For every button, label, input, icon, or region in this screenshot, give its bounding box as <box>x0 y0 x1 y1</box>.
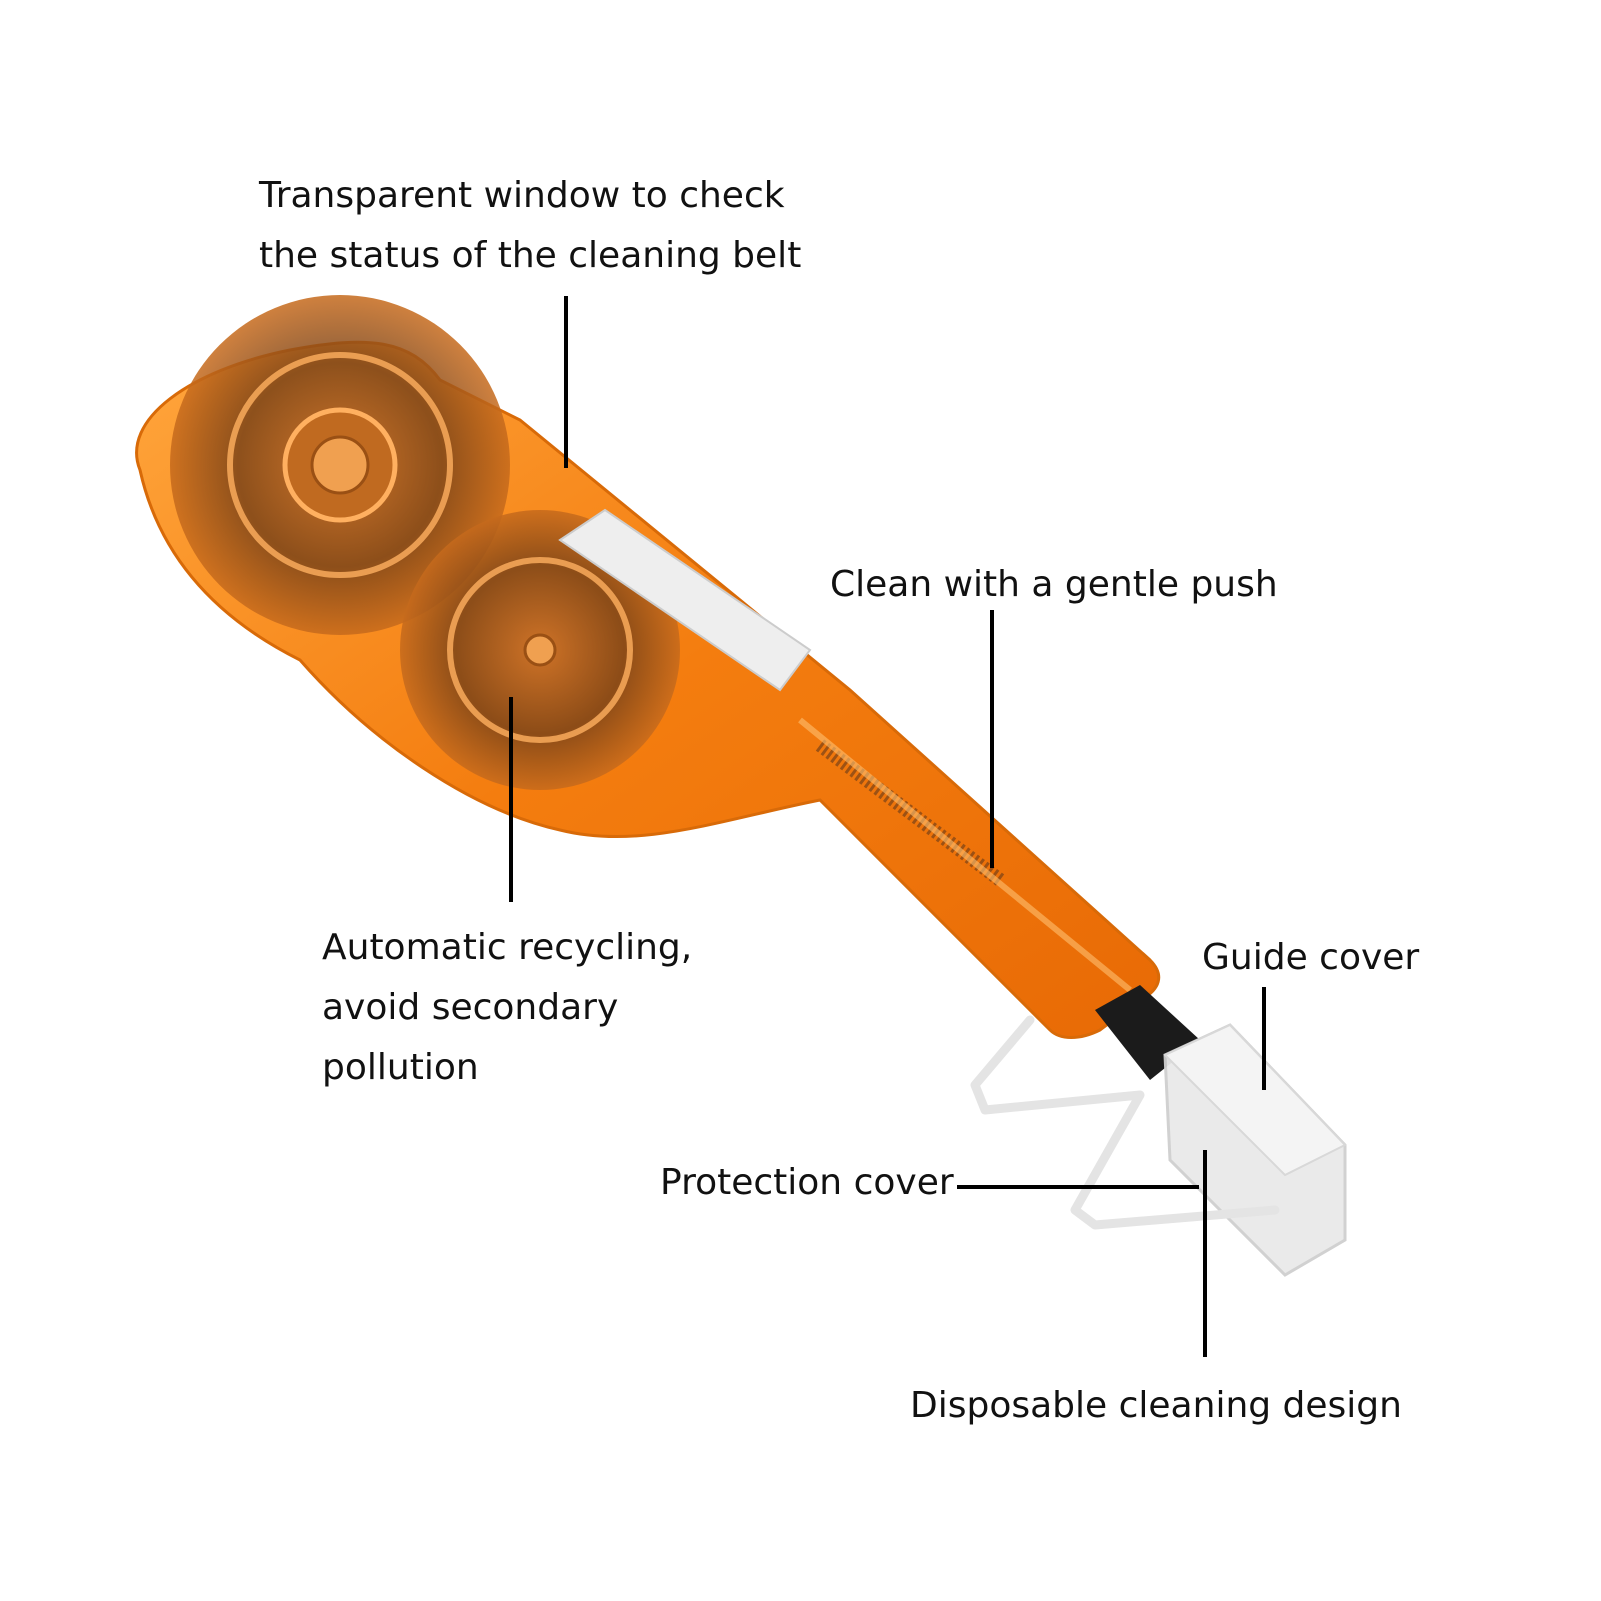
leader-guide <box>1262 987 1266 1090</box>
callout-window-line-1: Transparent window to check <box>259 175 785 216</box>
callout-recycling-line-3: pollution <box>322 1047 479 1088</box>
leader-protection <box>957 1185 1199 1189</box>
callout-window-line-2: the status of the cleaning belt <box>259 235 802 276</box>
callout-recycling: Automatic recycling, avoid secondary pol… <box>322 918 692 1098</box>
callout-recycling-line-2: avoid secondary <box>322 987 619 1028</box>
callout-push: Clean with a gentle push <box>830 564 1278 605</box>
callout-window: Transparent window to check the status o… <box>259 166 801 286</box>
callout-disposable: Disposable cleaning design <box>910 1385 1402 1426</box>
leader-push <box>990 610 994 868</box>
leader-disposable <box>1203 1150 1207 1357</box>
leader-recycling <box>509 697 513 902</box>
callout-protection: Protection cover <box>660 1162 954 1203</box>
protection-strap <box>970 1015 1280 1230</box>
leader-window <box>564 296 568 468</box>
window-label <box>558 508 812 692</box>
callout-recycling-line-1: Automatic recycling, <box>322 927 693 968</box>
callout-guide: Guide cover <box>1202 937 1420 978</box>
